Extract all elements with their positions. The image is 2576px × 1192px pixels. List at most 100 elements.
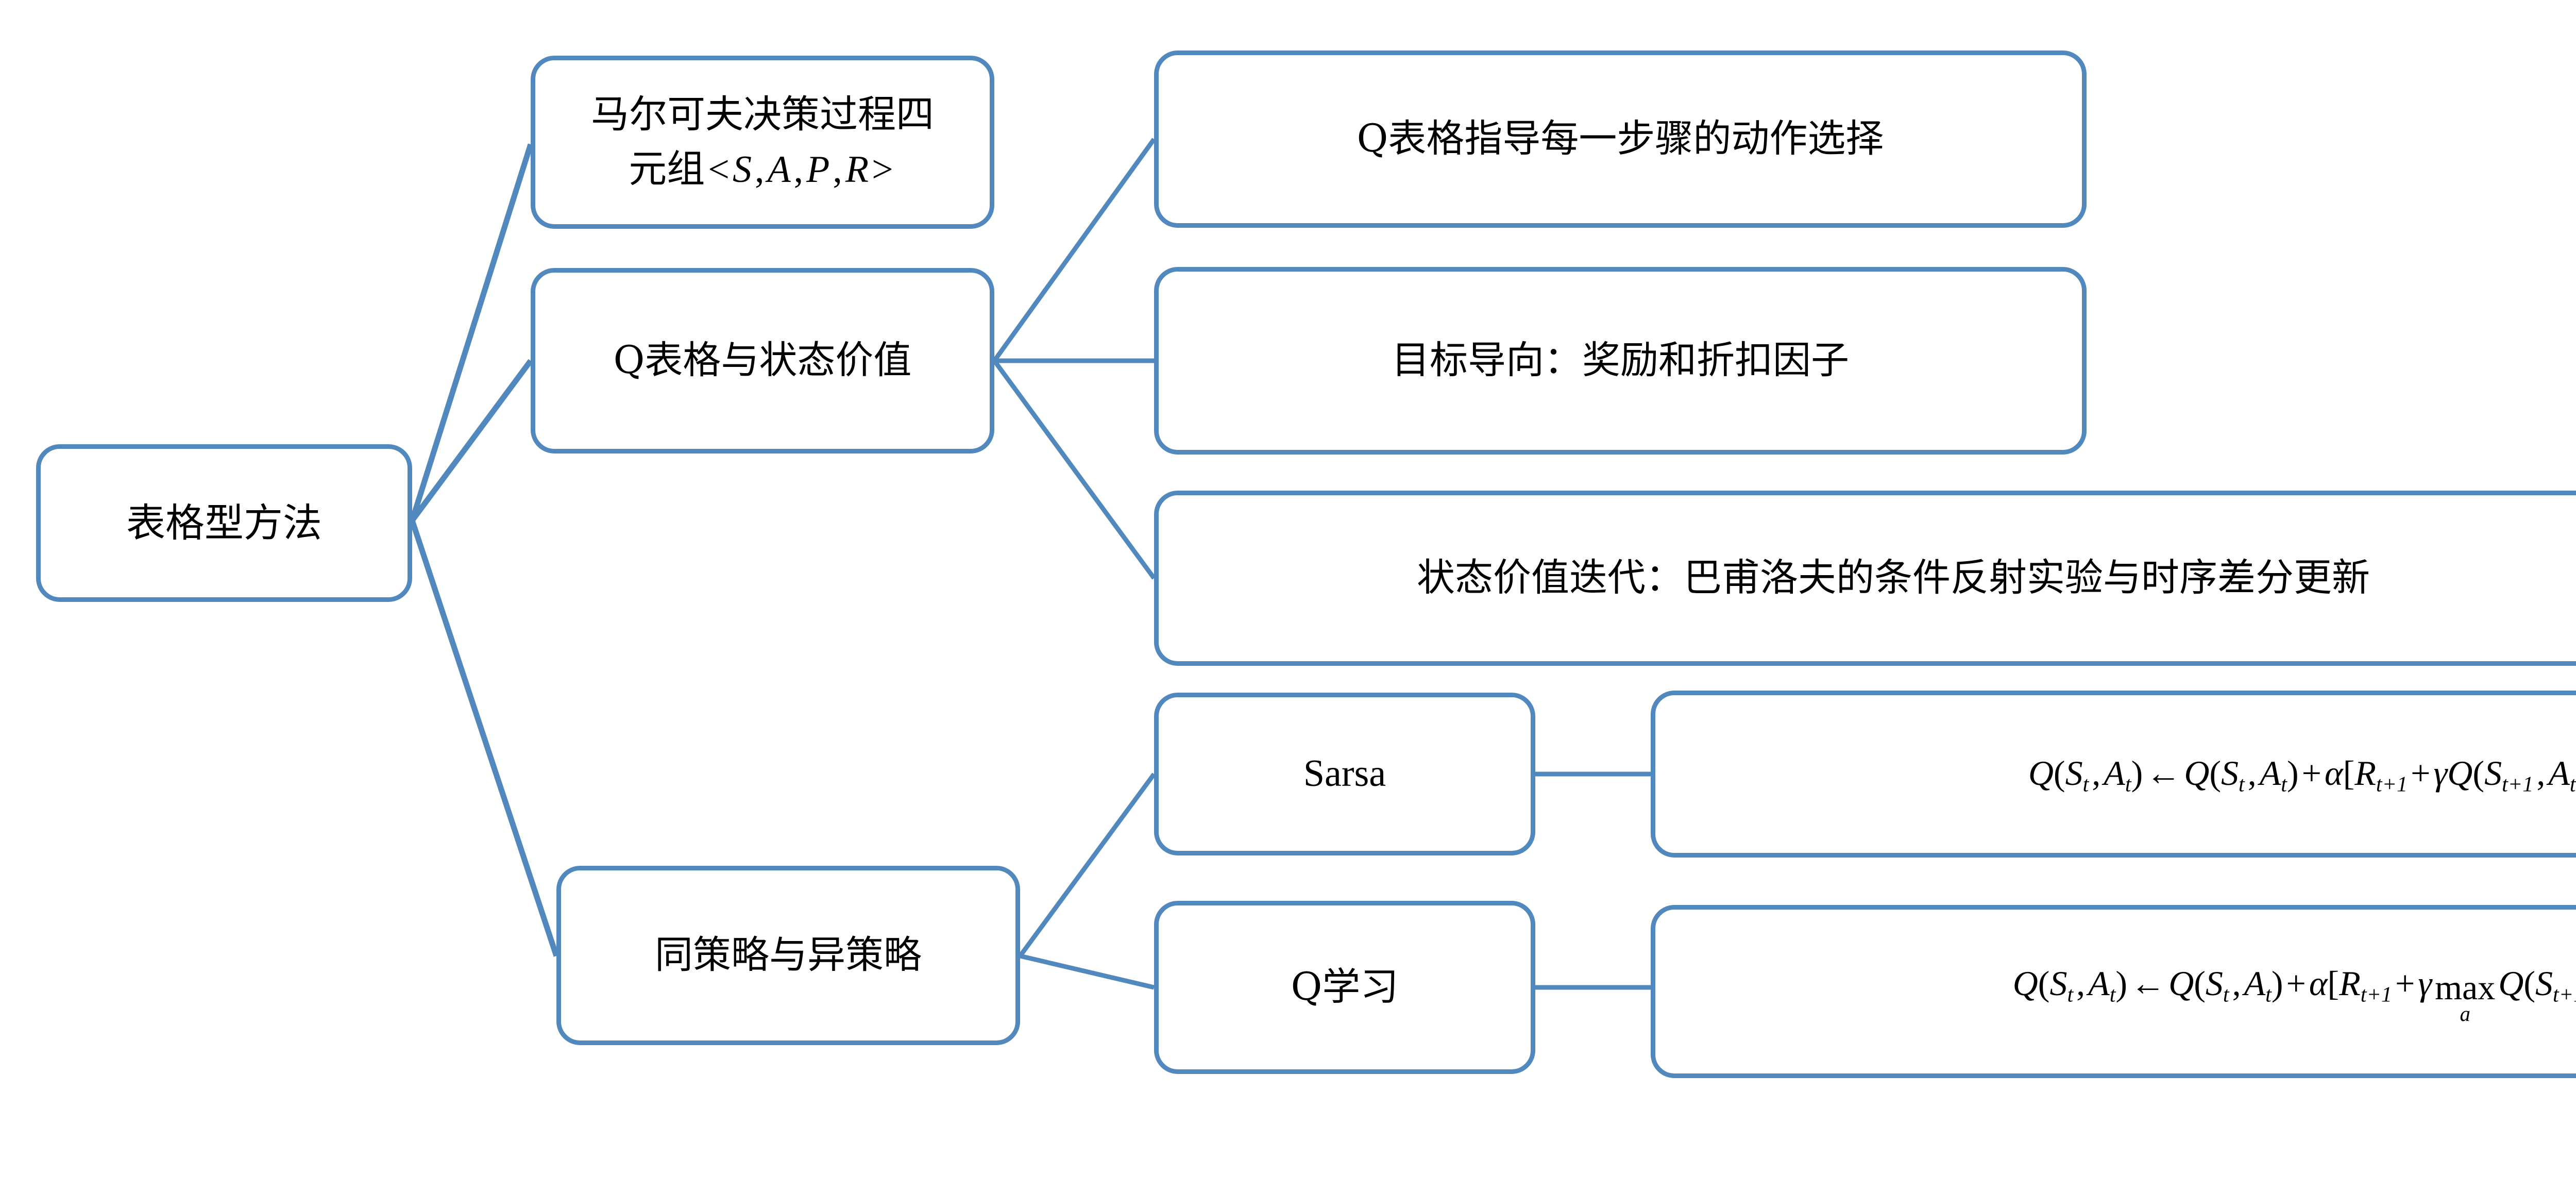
f2-arrow: ← bbox=[2130, 964, 2166, 1003]
f1-plus2: + bbox=[2411, 753, 2431, 793]
node-q-table-and-state-value[interactable]: Q表格与状态价值 bbox=[531, 268, 994, 454]
f1-a2: A bbox=[2259, 753, 2281, 793]
link-root-to-qtable bbox=[410, 359, 533, 523]
mdp-line-2-prefix: 元组 bbox=[629, 146, 705, 191]
node-q-learning[interactable]: Q学习 bbox=[1154, 901, 1535, 1074]
node-mdp-tuple[interactable]: 马尔可夫决策过程四 元组<S,A,P,R> bbox=[531, 56, 994, 229]
f1-q3: Q bbox=[2447, 753, 2473, 793]
f2-comma2: , bbox=[2232, 964, 2241, 1003]
mdp-line-1: 马尔可夫决策过程四 bbox=[591, 92, 934, 137]
f2-lp2: ( bbox=[2194, 964, 2206, 1003]
f2-plus2: + bbox=[2395, 964, 2415, 1003]
link-policy-to-qlearn bbox=[1019, 953, 1155, 990]
f2-max-name: max bbox=[2435, 968, 2496, 1008]
f1-lp3: ( bbox=[2472, 753, 2485, 793]
f2-q1: Q bbox=[2012, 964, 2038, 1003]
f1-comma1: , bbox=[2092, 753, 2101, 793]
node-q-table-guides-action[interactable]: Q表格指导每一步骤的动作选择 bbox=[1154, 51, 2087, 228]
f1-a3-sub: t+1 bbox=[2569, 772, 2576, 797]
f2-lbrack: [ bbox=[2327, 964, 2340, 1003]
f1-lp1: ( bbox=[2053, 753, 2065, 793]
f2-s3: S bbox=[2535, 964, 2553, 1003]
node-leaf2-label: 目标导向：奖励和折扣因子 bbox=[1392, 338, 1849, 383]
f1-s3: S bbox=[2484, 753, 2502, 793]
f1-s2-sub: t bbox=[2238, 772, 2245, 797]
f1-comma3: , bbox=[2536, 753, 2546, 793]
f1-rp2: ) bbox=[2286, 753, 2299, 793]
node-policy-label: 同策略与异策略 bbox=[655, 933, 922, 978]
f2-plus1: + bbox=[2286, 964, 2306, 1003]
f2-max-limit: a bbox=[2460, 1002, 2470, 1026]
f1-arrow: ← bbox=[2146, 753, 2181, 793]
f1-r-sub: t+1 bbox=[2376, 772, 2408, 797]
mdp-symbol-s: S bbox=[732, 148, 752, 191]
f1-a2-sub: t bbox=[2281, 772, 2287, 797]
node-sarsa[interactable]: Sarsa bbox=[1154, 693, 1535, 855]
f2-gamma: γ bbox=[2418, 964, 2432, 1003]
node-goal-oriented-reward-discount[interactable]: 目标导向：奖励和折扣因子 bbox=[1154, 267, 2087, 455]
f1-a1-sub: t bbox=[2125, 772, 2131, 797]
link-policy-to-sarsa bbox=[1018, 773, 1156, 958]
node-qlearn-label: Q学习 bbox=[1291, 965, 1399, 1010]
f2-r: R bbox=[2339, 964, 2361, 1003]
f2-s1: S bbox=[2049, 964, 2067, 1003]
f1-s1: S bbox=[2065, 753, 2083, 793]
f2-a1: A bbox=[2088, 964, 2110, 1003]
mdp-angle-close: > bbox=[872, 148, 893, 191]
f1-plus1: + bbox=[2301, 753, 2321, 793]
f2-s3-sub: t+1 bbox=[2553, 982, 2576, 1007]
formula-sarsa: Q(St,At)←Q(St,At)+α[Rt+1+γQ(St+1,At+1)−Q… bbox=[1669, 748, 2576, 800]
f1-s1-sub: t bbox=[2082, 772, 2089, 797]
f2-q3: Q bbox=[2498, 964, 2524, 1003]
f1-gamma: γ bbox=[2433, 753, 2448, 793]
link-qtable-to-leaf3 bbox=[992, 359, 1156, 580]
f2-s2: S bbox=[2205, 964, 2223, 1003]
node-root-label: 表格型方法 bbox=[126, 500, 322, 546]
mdp-symbol-p: P bbox=[806, 148, 830, 191]
node-state-value-iteration[interactable]: 状态价值迭代：巴甫洛夫的条件反射实验与时序差分更新 bbox=[1154, 491, 2576, 666]
node-formula-q-learning[interactable]: Q(St,At)←Q(St,At)+α[Rt+1+γmaxaQ(St+1,a)−… bbox=[1651, 905, 2576, 1078]
f2-a2-sub: t bbox=[2265, 982, 2272, 1007]
mdp-comma-1: , bbox=[754, 148, 765, 191]
f1-q1: Q bbox=[2028, 753, 2054, 793]
f1-s2: S bbox=[2221, 753, 2239, 793]
link-root-to-mdp bbox=[409, 143, 534, 522]
f2-alpha: α bbox=[2309, 964, 2328, 1003]
f2-a1-sub: t bbox=[2109, 982, 2116, 1007]
f1-s3-sub: t+1 bbox=[2502, 772, 2534, 797]
link-root-to-policy bbox=[409, 519, 560, 957]
link-qtable-to-leaf1 bbox=[992, 138, 1156, 362]
f1-lp2: ( bbox=[2209, 753, 2221, 793]
f2-lp3: ( bbox=[2523, 964, 2535, 1003]
f2-comma1: , bbox=[2076, 964, 2086, 1003]
node-on-policy-off-policy[interactable]: 同策略与异策略 bbox=[556, 866, 1020, 1045]
node-mdp-label: 马尔可夫决策过程四 元组<S,A,P,R> bbox=[549, 88, 976, 196]
f1-comma2: , bbox=[2247, 753, 2257, 793]
node-qtable-label: Q表格与状态价值 bbox=[613, 338, 912, 383]
f2-rp1: ) bbox=[2115, 964, 2128, 1003]
f2-lp1: ( bbox=[2038, 964, 2050, 1003]
f1-rp1: ) bbox=[2131, 753, 2143, 793]
mdp-symbol-r: R bbox=[845, 148, 869, 191]
node-leaf3-label: 状态价值迭代：巴甫洛夫的条件反射实验与时序差分更新 bbox=[1417, 556, 2370, 600]
mdp-angle-open: < bbox=[708, 148, 730, 191]
f1-alpha: α bbox=[2324, 753, 2343, 793]
f2-q2: Q bbox=[2168, 964, 2194, 1003]
f1-q2: Q bbox=[2184, 753, 2210, 793]
node-leaf1-label: Q表格指导每一步骤的动作选择 bbox=[1357, 116, 1884, 161]
formula-q-learning: Q(St,At)←Q(St,At)+α[Rt+1+γmaxaQ(St+1,a)−… bbox=[1669, 959, 2576, 1025]
mdp-comma-2: , bbox=[793, 148, 804, 191]
f1-lbrack: [ bbox=[2343, 753, 2355, 793]
mdp-comma-3: , bbox=[833, 148, 842, 191]
node-formula-sarsa[interactable]: Q(St,At)←Q(St,At)+α[Rt+1+γQ(St+1,At+1)−Q… bbox=[1651, 691, 2576, 858]
f2-s2-sub: t bbox=[2223, 982, 2229, 1007]
f2-a2: A bbox=[2244, 964, 2266, 1003]
f2-rp2: ) bbox=[2271, 964, 2283, 1003]
f1-a3: A bbox=[2548, 753, 2570, 793]
f2-s1-sub: t bbox=[2067, 982, 2074, 1007]
node-sarsa-label: Sarsa bbox=[1303, 752, 1386, 795]
f1-r: R bbox=[2354, 753, 2376, 793]
node-root[interactable]: 表格型方法 bbox=[36, 444, 412, 602]
